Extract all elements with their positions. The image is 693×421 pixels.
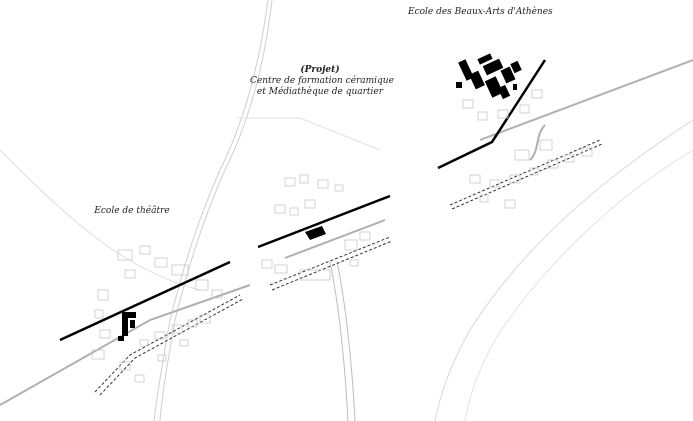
buildings-beaux-arts-area: [462, 89, 593, 209]
label-projet-line2: et Médiathèque de quartier: [256, 87, 384, 97]
highlight-building-theatre: [118, 312, 136, 341]
label-projet-title: (Projet): [300, 65, 340, 75]
secondary-streets: [0, 59, 693, 406]
highlight-building-projet: [305, 226, 326, 240]
axis-lines: [59, 59, 547, 342]
highlight-buildings-beaux-arts: [456, 53, 522, 100]
label-projet-line1: Centre de formation céramique: [250, 76, 394, 86]
railway-lines: [94, 139, 603, 396]
label-projet: (Projet) Centre de formation céramique e…: [250, 65, 394, 98]
axis-line-beaux-arts: [437, 59, 547, 170]
label-theatre: Ecole de théâtre: [94, 206, 170, 216]
axis-line-theatre: [59, 260, 231, 342]
axis-line-projet: [257, 194, 391, 249]
label-beaux-arts: Ecole des Beaux-Arts d'Athènes: [408, 7, 553, 17]
buildings-projet-area: [261, 174, 371, 281]
buildings-theatre-area: [91, 245, 223, 383]
